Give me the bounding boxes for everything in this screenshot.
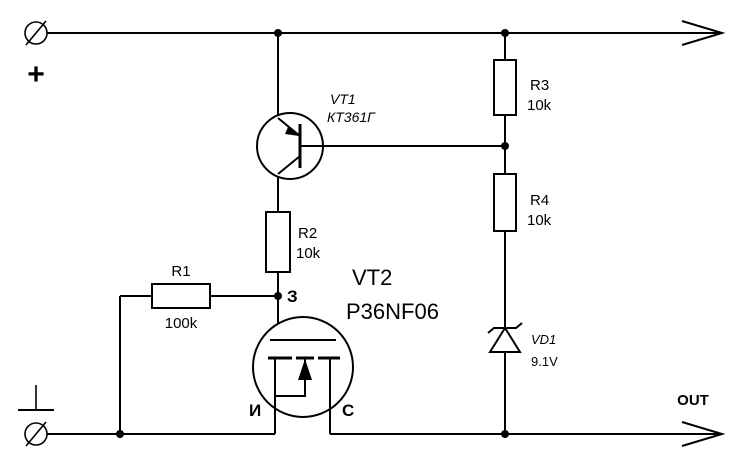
r3-value-label: 10k [527, 97, 552, 114]
vt1-emitter-arrow [285, 127, 299, 136]
vt2-mosfet [252, 296, 354, 434]
vt1-collector-lead [277, 155, 301, 175]
junction-dot [501, 29, 509, 37]
r2-name-label: R2 [298, 225, 317, 242]
r3-name-label: R3 [530, 77, 549, 94]
junction-dot [274, 29, 282, 37]
ground-rail [18, 385, 726, 447]
vd1-zener-diode [487, 322, 523, 353]
vt2-source-pin-label: И [249, 401, 261, 420]
r1-branch [119, 283, 278, 434]
vt1-emitter-lead [277, 117, 301, 137]
r1-value-label: 100k [165, 315, 198, 332]
r2-resistor [265, 211, 291, 273]
vt2-name-label: VT2 [352, 265, 392, 290]
r2-value-label: 10k [296, 245, 321, 262]
vd1-value-label: 9.1V [531, 354, 558, 369]
r1-resistor [151, 283, 211, 309]
r4-value-label: 10k [527, 212, 552, 229]
positive-rail [24, 20, 726, 46]
r4-resistor [493, 173, 517, 232]
r3-resistor [493, 59, 517, 116]
out-label: OUT [677, 392, 709, 409]
vd1-name-label: VD1 [531, 332, 556, 347]
top-rail-arrow [681, 20, 726, 46]
out-arrow [681, 421, 726, 447]
vt2-type-label: P36NF06 [346, 299, 439, 324]
ground-terminal-slash [25, 421, 47, 447]
junction-dot [501, 142, 509, 150]
plus-terminal-slash [25, 20, 47, 46]
plus-sign-label: + [27, 58, 45, 91]
r1-name-label: R1 [171, 263, 190, 280]
r4-name-label: R4 [530, 192, 549, 209]
junction-dot [274, 292, 282, 300]
junction-dot [501, 430, 509, 438]
vt1-type-label: КТ361Г [327, 109, 376, 125]
vt2-gate-pin-label: З [287, 287, 298, 306]
right-branch [487, 33, 523, 434]
vt2-arrow [298, 359, 312, 380]
vt1-transistor [256, 33, 505, 212]
junction-dot [116, 430, 124, 438]
vt2-drain-pin-label: С [342, 401, 354, 420]
vt1-name-label: VT1 [330, 91, 356, 107]
